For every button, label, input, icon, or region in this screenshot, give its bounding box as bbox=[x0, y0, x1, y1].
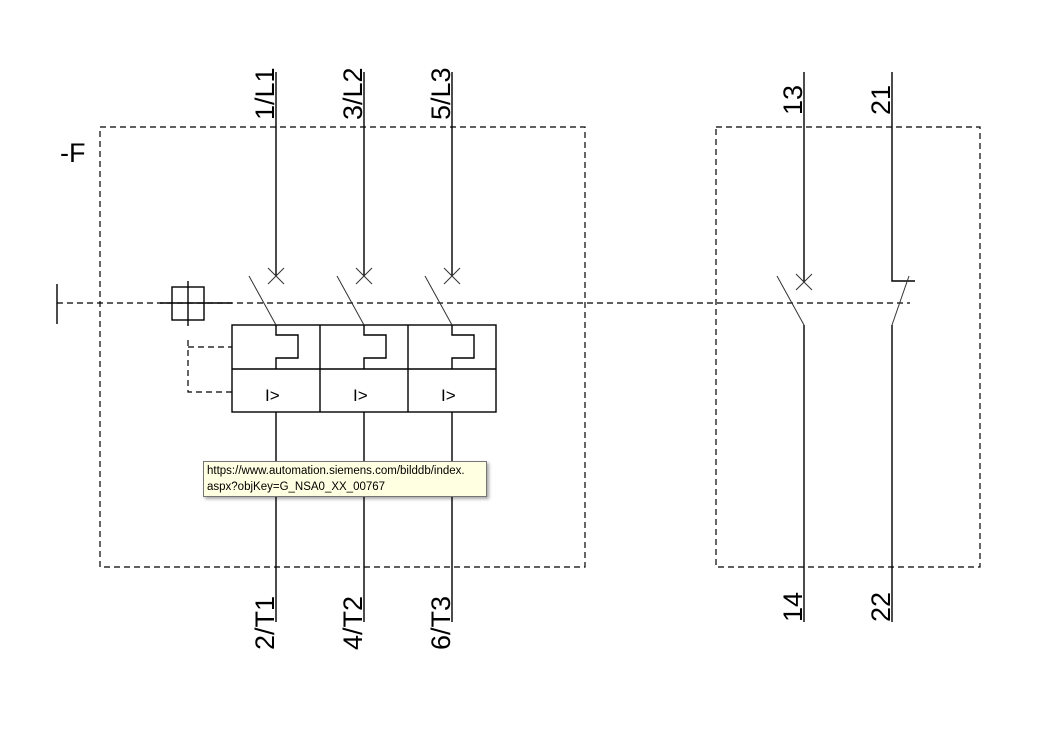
main-enclosure bbox=[99, 126, 586, 568]
overcurrent-symbol: I> bbox=[441, 386, 456, 405]
overcurrent-symbol: I> bbox=[265, 386, 280, 405]
tooltip-line: https://www.automation.siemens.com/bildd… bbox=[207, 465, 465, 477]
terminal-label: 5/L3 bbox=[426, 67, 456, 120]
pole-3: 5/L3 6/T3 I> bbox=[424, 67, 475, 650]
terminal-label: 13 bbox=[778, 85, 808, 115]
tooltip-line: aspx?objKey=G_NSA0_XX_00767 bbox=[207, 481, 386, 493]
terminal-label: 22 bbox=[866, 592, 896, 622]
device-label: -F bbox=[60, 138, 85, 168]
url-tooltip: https://www.automation.siemens.com/bildd… bbox=[203, 461, 487, 497]
pole-1: 1/L1 2/T1 I> bbox=[248, 67, 299, 650]
aux-contact-no: 13 14 bbox=[776, 72, 813, 622]
trip-linkage bbox=[187, 340, 232, 393]
terminal-label: 4/T2 bbox=[338, 596, 368, 650]
terminal-label: 14 bbox=[778, 592, 808, 622]
aux-enclosure bbox=[715, 126, 981, 568]
terminal-label: 6/T3 bbox=[426, 596, 456, 650]
overcurrent-symbol: I> bbox=[353, 386, 368, 405]
pole-2: 3/L2 4/T2 I> bbox=[336, 67, 387, 650]
terminal-label: 21 bbox=[866, 85, 896, 115]
terminal-label: 1/L1 bbox=[250, 67, 280, 120]
terminal-label: 3/L2 bbox=[338, 67, 368, 120]
aux-contact-nc: 21 22 bbox=[866, 72, 915, 622]
terminal-label: 2/T1 bbox=[250, 596, 280, 650]
